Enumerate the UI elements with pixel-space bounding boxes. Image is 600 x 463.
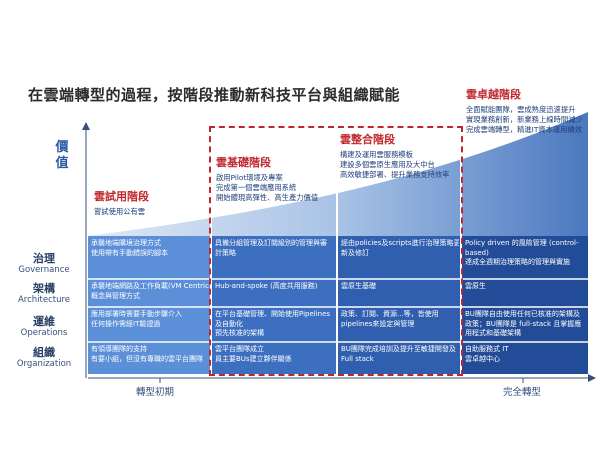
- row-label-en: Organization: [16, 359, 72, 369]
- stage-integration: 雲整合階段 構建及運用雲服務模板建設多個雲原生應用及大中台高效敏捷部署、提升業務…: [340, 131, 449, 180]
- x-axis-end-label: 完全轉型: [503, 387, 542, 398]
- cell-r3-c0: 有領導團隊的支持有要小組，但沒有專職的雲平台團隊: [91, 345, 203, 363]
- row-label-zh: 運維: [33, 315, 55, 328]
- stage-desc: 嘗試使用公有雲: [94, 207, 146, 216]
- cell-r0-c1: 具備分組管理及訂閱級別的管理與審計策略: [215, 239, 327, 257]
- stage-desc: 啟用Pilot環境及專案完成第一個雲端應用系統開始體現高彈性、高生產力價值: [216, 173, 319, 202]
- y-axis-label: 價值: [52, 140, 72, 172]
- y-axis-arrow-icon: [82, 122, 90, 130]
- cell-r1-c3: 雲原生: [465, 282, 486, 290]
- row-label-zh: 治理: [33, 252, 55, 265]
- cell-r3-c1: 雲平台團隊成立員主要BUs建立夥伴關係: [215, 345, 292, 363]
- stage-title: 雲整合階段: [340, 133, 395, 146]
- row-label-zh: 組織: [33, 346, 55, 359]
- row-label-zh: 架構: [33, 282, 55, 295]
- cell-r0-c3: Policy driven 的風險管理 (control-based)達成全週期…: [465, 239, 579, 266]
- cell-r1-c1: Hub-and-spoke (高度共用服務): [215, 282, 318, 290]
- stage-foundation: 雲基礎階段 啟用Pilot環境及專案完成第一個雲端應用系統開始體現高彈性、高生產…: [216, 154, 318, 203]
- cell-r2-c3: BU團隊自由使用任何已核准的架構及政策；BU團隊是 full-stack 且掌握…: [465, 310, 582, 337]
- row-label-governance: 治理 Governance: [2, 252, 86, 275]
- x-axis-arrow-icon: [588, 374, 596, 382]
- column-excellence: [462, 236, 588, 374]
- column-trial: [88, 236, 210, 374]
- cell-r1-c2: 雲原生基礎: [341, 282, 376, 290]
- stage-desc: 構建及運用雲服務模板建設多個雲原生應用及大中台高效敏捷部署、提升業務支持效率: [340, 150, 450, 179]
- row-label-architecture: 架構 Architecture: [2, 282, 86, 305]
- column-foundation: [212, 236, 336, 374]
- cell-r0-c0: 承襲地端購境治理方式使用帶有手動錯誤的腳本: [91, 239, 168, 257]
- value-curve-area: [88, 112, 588, 236]
- row-label-en: Architecture: [17, 295, 71, 305]
- stage-desc: 全面賦能團隊，雲成熟度迅速提升實現業務創新，新業務上線時間減少完成雲端轉型，精進…: [466, 105, 583, 134]
- highlight-frame: [209, 126, 463, 376]
- column-integration: [338, 236, 460, 374]
- row-label-en: Governance: [18, 265, 70, 275]
- cell-r0-c2: 經由policies及scripts進行治理策略更新及修訂: [341, 239, 459, 257]
- page-title: 在雲端轉型的過程，按階段推動新科技平台與組織賦能: [28, 86, 401, 104]
- stage-trial: 雲試用階段 嘗試使用公有雲: [94, 188, 149, 217]
- y-axis-label-text: 價值: [55, 140, 69, 171]
- cell-r1-c0: 承襲地端網路及工作負載(VM Centric)概念與管理方式: [91, 282, 209, 300]
- stage-title: 雲試用階段: [94, 190, 149, 203]
- x-axis-start-label: 轉型初期: [136, 387, 175, 398]
- row-label-en: Operations: [20, 328, 68, 338]
- stage-excellence: 雲卓越階段 全面賦能團隊，雲成熟度迅速提升實現業務創新，新業務上線時間減少完成雲…: [466, 86, 583, 135]
- stage-title: 雲基礎階段: [216, 156, 271, 169]
- row-label-organization: 組織 Organization: [2, 346, 86, 369]
- cell-r2-c0: 應用部署時需要手動步驟介入任何操作需經IT驗證過: [91, 310, 182, 328]
- row-label-operations: 運維 Operations: [2, 315, 86, 338]
- stage-title: 雲卓越階段: [466, 88, 521, 101]
